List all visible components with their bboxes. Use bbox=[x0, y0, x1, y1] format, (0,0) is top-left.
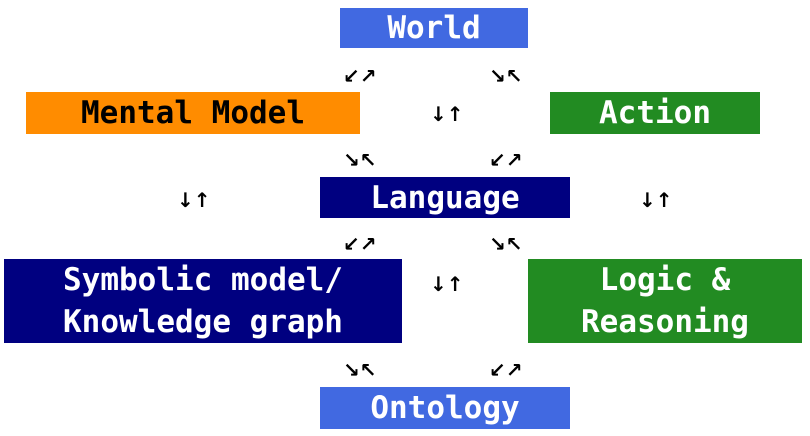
action-node: Action bbox=[550, 92, 760, 134]
arrow-language-ontology: ↓↑ bbox=[430, 272, 464, 296]
arrow-mental-symbolic: ↓↑ bbox=[177, 188, 211, 212]
arrow-symbolic-ontology: ↘↖ bbox=[343, 358, 377, 382]
arrow-action-logic: ↓↑ bbox=[639, 188, 673, 212]
arrow-symbolic-language: ↙↗ bbox=[343, 232, 377, 256]
symbolic-model-label-line2: Knowledge graph bbox=[63, 304, 343, 340]
symbolic-model-node: Symbolic model/ Knowledge graph bbox=[4, 259, 402, 343]
language-node: Language bbox=[320, 177, 570, 218]
symbolic-model-label-line1: Symbolic model/ bbox=[63, 262, 343, 298]
mental-model-label: Mental Model bbox=[81, 95, 305, 131]
arrow-world-language: ↓↑ bbox=[430, 102, 464, 126]
ontology-label: Ontology bbox=[370, 390, 520, 426]
arrow-world-action: ↘↖ bbox=[489, 64, 523, 88]
arrow-mental-world: ↙↗ bbox=[343, 64, 377, 88]
arrow-language-logic: ↘↖ bbox=[489, 232, 523, 256]
mental-model-node: Mental Model bbox=[26, 92, 360, 134]
action-label: Action bbox=[599, 95, 711, 131]
world-label: World bbox=[387, 10, 481, 46]
arrow-language-action: ↙↗ bbox=[489, 148, 523, 172]
ontology-node: Ontology bbox=[320, 387, 570, 429]
arrow-ontology-logic: ↙↗ bbox=[489, 358, 523, 382]
logic-reasoning-label-line2: Reasoning bbox=[581, 304, 749, 340]
language-label: Language bbox=[370, 179, 520, 216]
arrow-mental-language: ↘↖ bbox=[343, 148, 377, 172]
logic-reasoning-label-line1: Logic & bbox=[599, 262, 731, 298]
world-node: World bbox=[340, 8, 528, 48]
logic-reasoning-node: Logic & Reasoning bbox=[528, 259, 802, 343]
